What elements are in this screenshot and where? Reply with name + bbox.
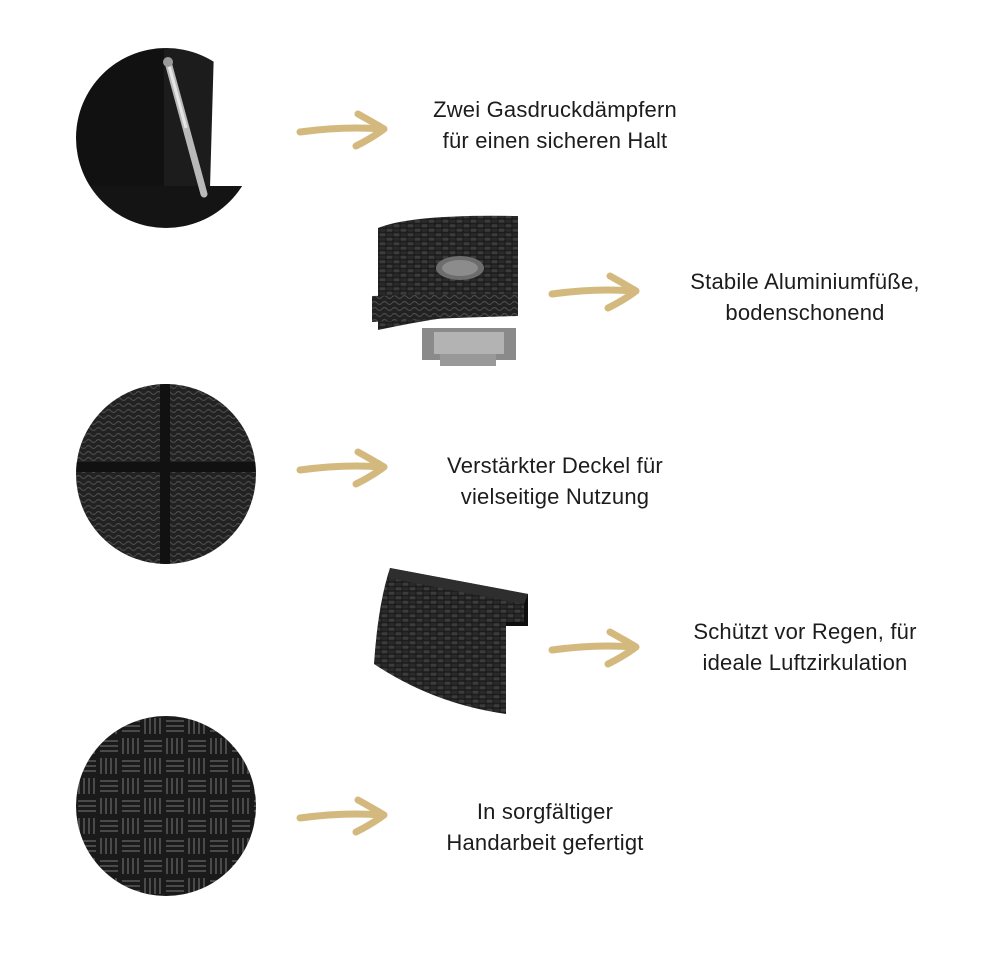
reinforced-lid-icon [76, 384, 256, 564]
feature-caption: Verstärkter Deckel für vielseitige Nutzu… [400, 450, 710, 512]
caption-line: bodenschonend [725, 300, 885, 325]
caption-line: ideale Luftzirkulation [702, 650, 908, 675]
caption-line: vielseitige Nutzung [460, 484, 650, 509]
feature-caption: Zwei Gasdruckdämpfern für einen sicheren… [400, 94, 710, 156]
caption-line: In sorgfältiger [476, 799, 614, 824]
feature-caption: Stabile Aluminiumfüße, bodenschonend [660, 266, 950, 328]
caption-line: Schützt vor Regen, für [693, 619, 917, 644]
caption-line: Verstärkter Deckel für [447, 453, 663, 478]
feature-caption: Schützt vor Regen, für ideale Luftzirkul… [660, 616, 950, 678]
arrow-icon [548, 272, 644, 312]
aluminium-foot-icon [372, 210, 522, 370]
arrow-icon [296, 110, 392, 150]
gas-strut-icon [76, 48, 256, 232]
caption-line: Stabile Aluminiumfüße, [690, 269, 920, 294]
arrow-icon [548, 628, 644, 668]
feature-caption: In sorgfältiger Handarbeit gefertigt [400, 796, 690, 858]
caption-line: Zwei Gasdruckdämpfern [433, 97, 677, 122]
handwoven-rattan-icon [76, 716, 256, 896]
caption-line: Handarbeit gefertigt [446, 830, 644, 855]
arrow-icon [296, 796, 392, 836]
caption-line: für einen sicheren Halt [442, 128, 668, 153]
rain-overhang-icon [374, 564, 534, 720]
arrow-icon [296, 448, 392, 488]
